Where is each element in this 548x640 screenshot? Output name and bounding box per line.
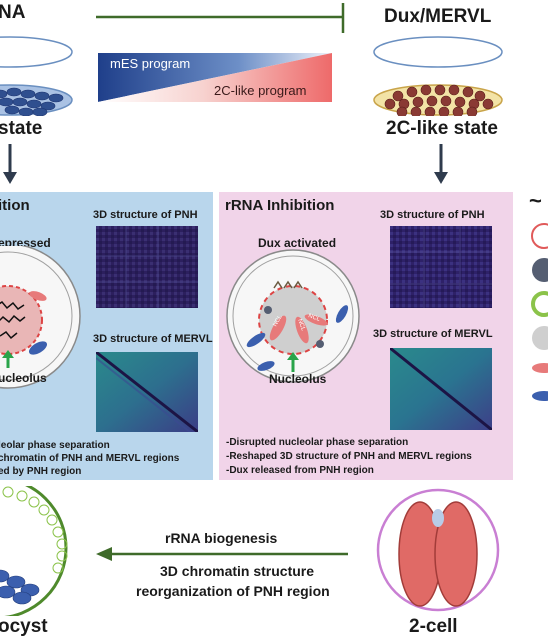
right-mervl-heatmap: [390, 348, 492, 430]
left-nucleolus-label: ucleolus: [0, 371, 47, 385]
arrow-label-rrna: rRNA biogenesis: [165, 530, 278, 546]
left-pnh-heatmap: [96, 226, 198, 308]
left-top-title: NA: [0, 2, 26, 23]
left-note-1: leolar phase separation: [0, 440, 110, 451]
right-down-arrow: [434, 144, 448, 184]
right-panel-title: rRNA Inhibition: [225, 197, 335, 214]
legend-chromatin-symbol: ~: [529, 188, 542, 213]
blastocyst-diagram: [0, 486, 68, 616]
2-cell-embryo-diagram: [376, 488, 500, 612]
right-pnh-heatmap: [390, 226, 492, 308]
left-note-3: ed by PNH region: [0, 466, 82, 477]
arrow-label-reorganization: reorganization of PNH region: [136, 583, 330, 599]
reversal-arrow: [96, 547, 348, 561]
right-note-3: -Dux released from PNH region: [226, 465, 374, 476]
right-mervl-title: 3D structure of MERVL: [373, 328, 493, 340]
right-top-title: Dux/MERVL: [384, 6, 492, 27]
right-note-1: -Disrupted nucleolar phase separation: [226, 437, 409, 448]
left-down-arrow: [3, 144, 17, 184]
right-nucleolus-label: Nucleolus: [269, 372, 327, 386]
left-state-label: state: [0, 118, 43, 139]
right-dux-label: Dux activated: [258, 236, 337, 250]
left-nucleus-diagram: [0, 246, 81, 389]
mes-cell-dish: [0, 36, 73, 116]
right-pnh-title: 3D structure of PNH: [380, 209, 485, 221]
gradient-bottom-label: 2C-like program: [214, 83, 307, 98]
left-mervl-title: 3D structure of MERVL: [93, 333, 213, 345]
blastocyst-label: ocyst: [0, 616, 48, 637]
left-pnh-title: 3D structure of PNH: [93, 209, 198, 221]
right-note-2: -Reshaped 3D structure of PNH and MERVL …: [226, 451, 472, 462]
gradient-top-label: mES program: [110, 56, 191, 71]
inhibition-arrow: [96, 3, 345, 33]
right-nucleus-diagram: [226, 249, 360, 383]
legend-icons: [531, 223, 548, 401]
left-note-2: chromatin of PNH and MERVL regions: [0, 453, 180, 464]
left-mervl-heatmap: [96, 352, 198, 432]
program-gradient: [98, 53, 332, 102]
2-cell-label: 2-cell: [409, 616, 458, 637]
left-panel-title: ition: [0, 197, 30, 214]
2c-like-cell-dish: [373, 36, 503, 116]
right-state-label: 2C-like state: [386, 118, 498, 139]
arrow-label-3d-chromatin: 3D chromatin structure: [160, 563, 315, 579]
